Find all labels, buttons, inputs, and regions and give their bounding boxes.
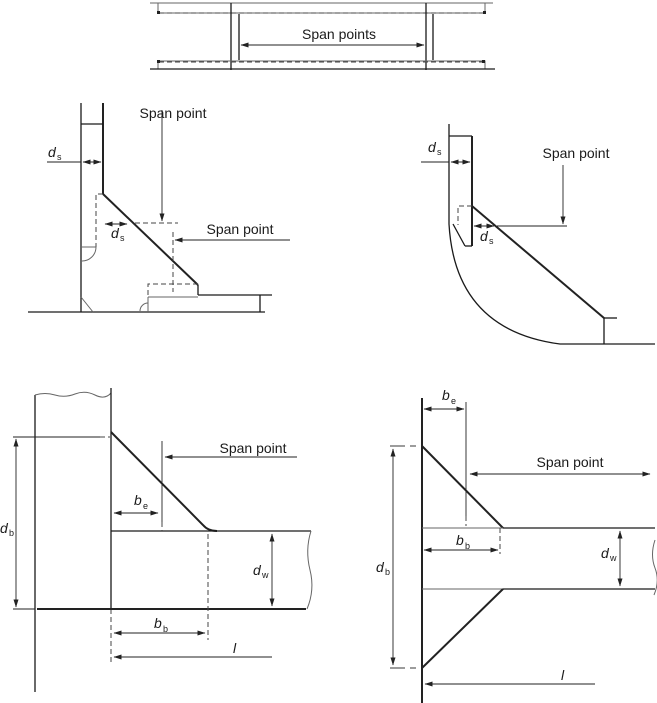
be-symbol: b xyxy=(442,387,450,403)
panel-bracket-dimensions-right: d b b e Span point b b d w l xyxy=(376,387,657,703)
be-symbol: b xyxy=(134,492,142,508)
bb-symbol: b xyxy=(154,615,162,631)
span-point-label-2: Span point xyxy=(207,221,274,237)
span-point-label-4: Span point xyxy=(220,440,287,456)
span-point-label-5: Span point xyxy=(537,454,604,470)
db-symbol: d xyxy=(376,559,385,575)
ds-symbol: d xyxy=(111,225,120,241)
panel-bracket-dimensions-left: d b Span point b e b b d w l xyxy=(0,388,313,692)
bb-subscript: b xyxy=(163,624,168,634)
ds-symbol: d xyxy=(480,228,489,244)
dw-subscript: w xyxy=(261,570,269,580)
panel-bracket-right: d s Span point d s xyxy=(421,124,655,345)
be-subscript: e xyxy=(451,396,456,406)
span-points-label: Span points xyxy=(302,26,376,42)
db-subscript: b xyxy=(9,528,14,538)
panel-beam-span-points: Span points xyxy=(150,2,495,70)
span-point-label-1: Span point xyxy=(140,105,207,121)
dw-symbol: d xyxy=(253,562,262,578)
ds-symbol: d xyxy=(428,139,437,155)
ds-subscript: s xyxy=(489,236,494,246)
db-symbol: d xyxy=(0,520,9,536)
db-subscript: b xyxy=(385,567,390,577)
panel-bracket-left: d s Span point Span point d s xyxy=(28,103,290,313)
l-symbol: l xyxy=(233,640,237,656)
ds-symbol: d xyxy=(48,144,57,160)
ds-subscript: s xyxy=(120,233,125,243)
l-symbol: l xyxy=(561,667,565,683)
span-point-label-3: Span point xyxy=(543,145,610,161)
dw-symbol: d xyxy=(601,545,610,561)
bb-symbol: b xyxy=(456,532,464,548)
be-subscript: e xyxy=(143,501,148,511)
dw-subscript: w xyxy=(609,553,617,563)
bb-subscript: b xyxy=(465,541,470,551)
ds-subscript: s xyxy=(437,147,442,157)
ds-subscript: s xyxy=(57,152,62,162)
